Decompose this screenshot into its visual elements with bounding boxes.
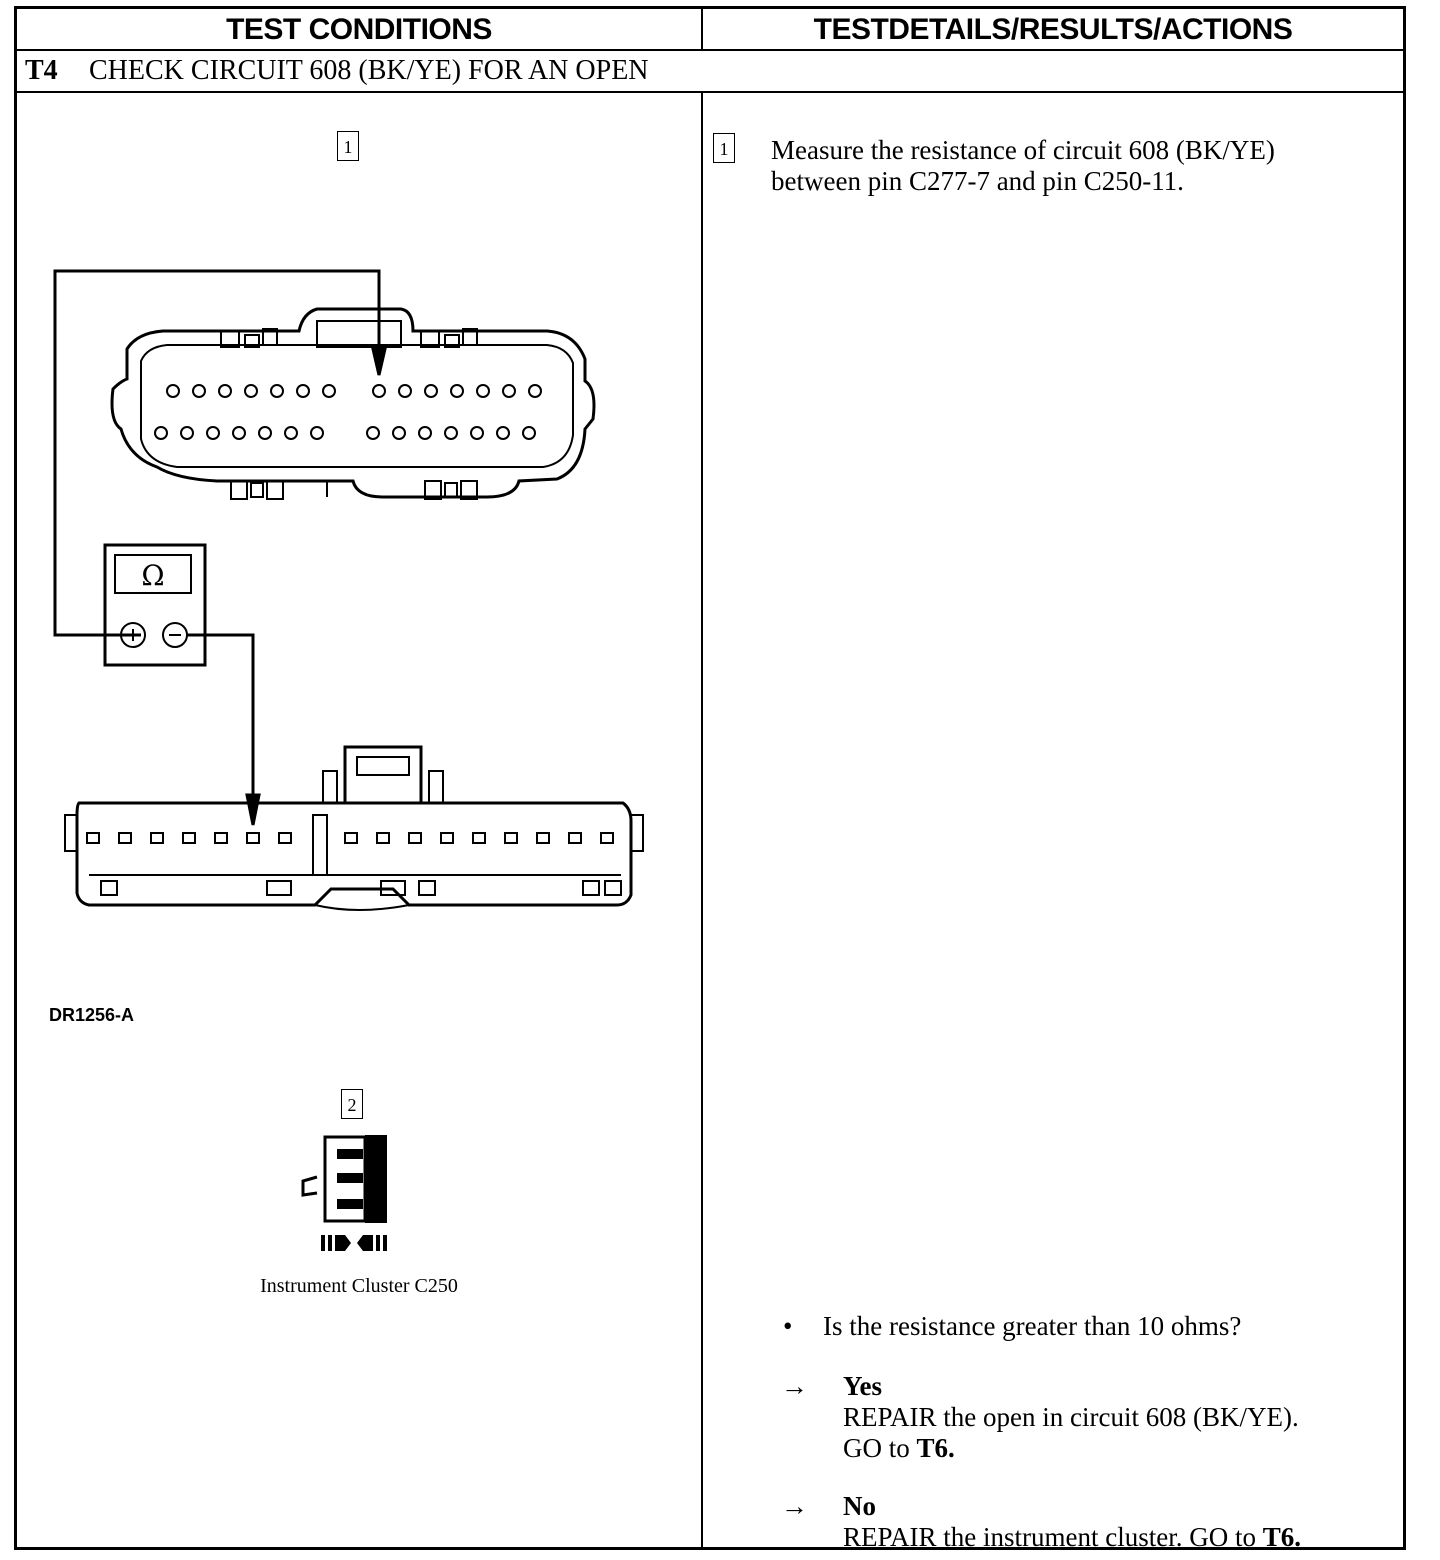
no-goto-target: T6. xyxy=(1262,1522,1302,1552)
header-test-details: TESTDETAILS/RESULTS/ACTIONS xyxy=(813,13,1293,46)
test-table: TEST CONDITIONS TESTDETAILS/RESULTS/ACTI… xyxy=(14,6,1406,1553)
yes-arrow: → xyxy=(781,1371,808,1401)
connector-test-diagram: Ω xyxy=(53,269,644,1251)
column-divider xyxy=(701,9,703,1547)
yes-goto-target: T6. xyxy=(916,1433,955,1463)
figure-code: DR1256-A xyxy=(49,1005,135,1025)
no-option: No REPAIR the instrument cluster. GO to … xyxy=(843,1491,1301,1553)
row-mask xyxy=(701,51,703,91)
instruction-line-2: between pin C277-7 and pin C250-11. xyxy=(771,166,1184,196)
yes-action: REPAIR the open in circuit 608 (BK/YE). xyxy=(843,1402,1299,1432)
yes-option: Yes REPAIR the open in circuit 608 (BK/Y… xyxy=(843,1371,1299,1464)
question-text: Is the resistance greater than 10 ohms? xyxy=(823,1311,1242,1341)
detail-step-1-box: 1 xyxy=(713,133,735,163)
no-action-text: REPAIR the instrument cluster. GO to xyxy=(843,1522,1263,1552)
test-step-title: CHECK CIRCUIT 608 (BK/YE) FOR AN OPEN xyxy=(89,55,649,86)
ohm-symbol: Ω xyxy=(141,559,164,592)
instruction-line-1: Measure the resistance of circuit 608 (B… xyxy=(771,135,1275,165)
test-step-row: T4 CHECK CIRCUIT 608 (BK/YE) FOR AN OPEN xyxy=(17,51,1403,93)
step-1-instruction: Measure the resistance of circuit 608 (B… xyxy=(771,135,1391,197)
no-action: REPAIR the instrument cluster. GO to T6. xyxy=(843,1522,1301,1553)
disconnect-connector-icon xyxy=(301,1135,387,1251)
no-arrow: → xyxy=(781,1491,808,1521)
step-2-caption: Instrument Cluster C250 xyxy=(260,1275,458,1297)
test-step-id: T4 xyxy=(25,55,58,86)
condition-step-1-box: 1 xyxy=(337,131,359,161)
question-bullet: • xyxy=(783,1311,793,1341)
yes-label: Yes xyxy=(843,1371,882,1401)
header-row: TEST CONDITIONS TESTDETAILS/RESULTS/ACTI… xyxy=(17,9,1403,51)
yes-goto-text: GO to xyxy=(843,1433,917,1463)
condition-step-2-box: 2 xyxy=(341,1089,363,1119)
header-test-conditions: TEST CONDITIONS xyxy=(226,13,492,46)
no-label: No xyxy=(843,1491,876,1521)
yes-goto: GO to T6. xyxy=(843,1433,1299,1464)
